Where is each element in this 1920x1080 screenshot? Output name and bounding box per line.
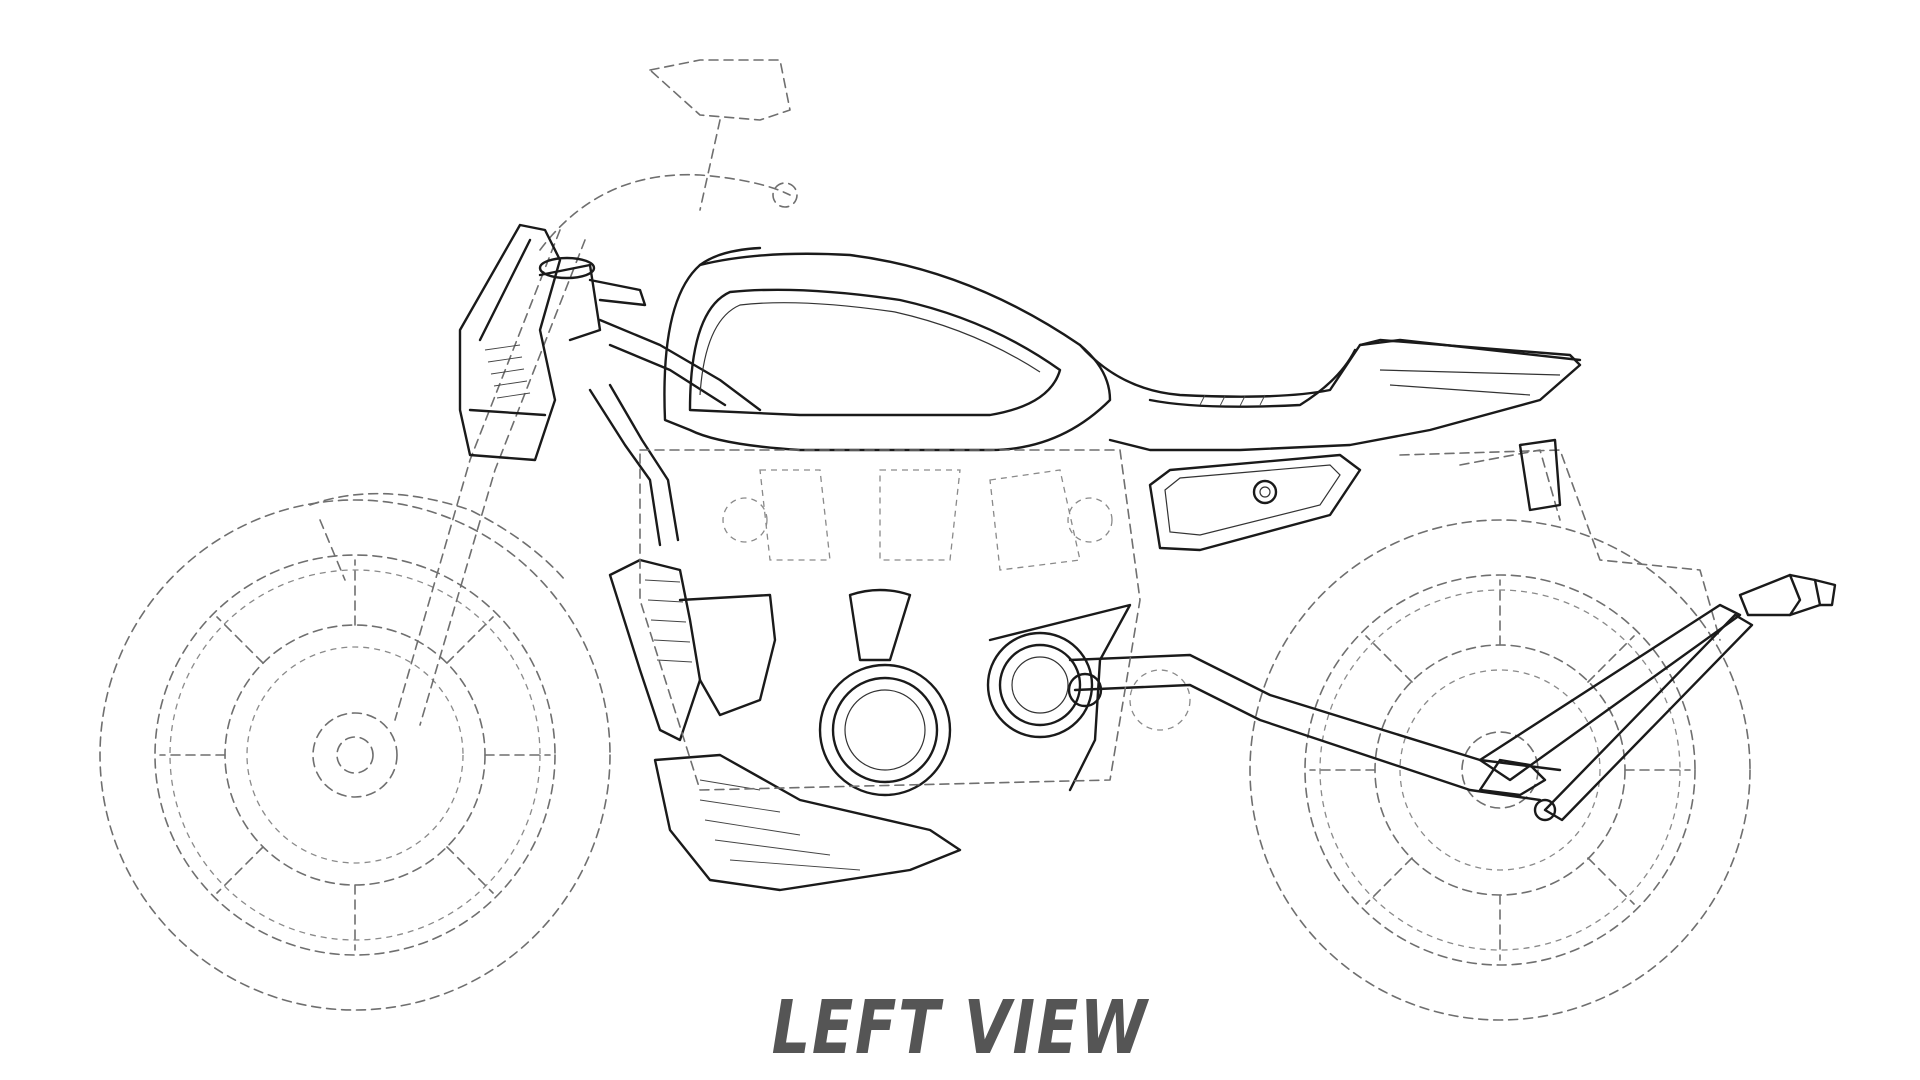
engine bbox=[608, 558, 1132, 892]
side-panel bbox=[1148, 453, 1362, 552]
figure-caption: LEFT VIEW bbox=[771, 985, 1149, 1071]
front-wheel bbox=[99, 499, 611, 1011]
frame bbox=[588, 318, 1562, 802]
engine-internals bbox=[639, 449, 1721, 791]
rear-license-arm bbox=[1478, 438, 1837, 822]
seat-tail bbox=[1078, 338, 1582, 452]
rear-wheel bbox=[1249, 519, 1751, 1021]
front-fork bbox=[309, 59, 798, 726]
fuel-tank bbox=[663, 246, 1112, 452]
headlight-assembly bbox=[458, 223, 647, 462]
